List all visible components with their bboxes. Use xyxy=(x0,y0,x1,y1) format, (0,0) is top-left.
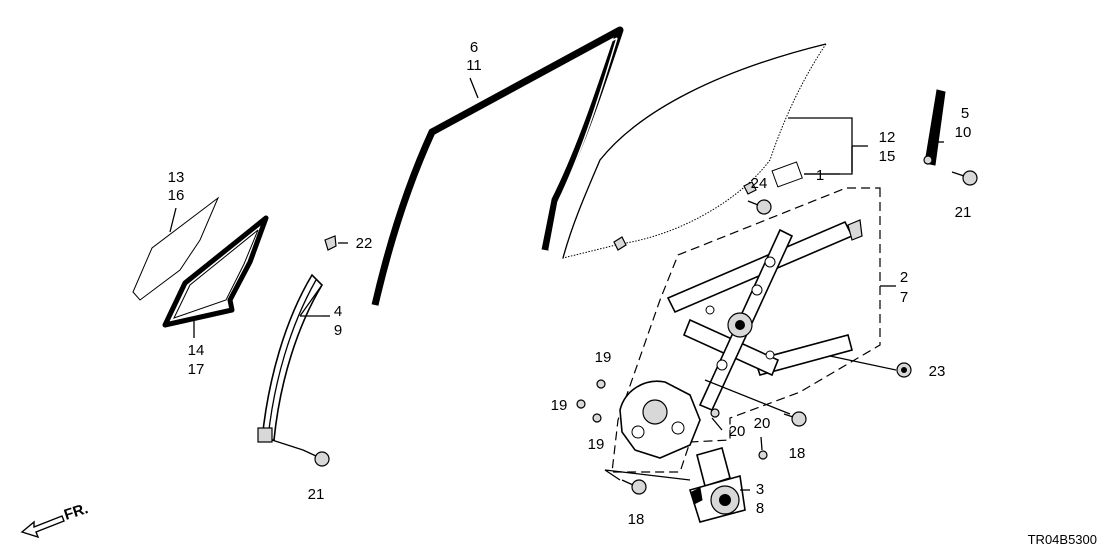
bolt-24 xyxy=(747,199,772,215)
callout-12: 12 xyxy=(879,129,896,146)
front-direction-label: FR. xyxy=(62,500,90,524)
leader-lines xyxy=(169,77,944,491)
door-glass xyxy=(562,43,828,259)
callout-13: 13 xyxy=(168,169,185,186)
rear-sash-channel xyxy=(923,89,946,166)
callout-19-lower: 19 xyxy=(588,436,605,453)
callout-3: 3 xyxy=(756,481,764,498)
callout-10: 10 xyxy=(955,124,972,141)
callout-2: 2 xyxy=(900,269,908,286)
bolt-21-left xyxy=(302,449,330,467)
glass-run-channel xyxy=(371,26,624,306)
quarter-glass xyxy=(132,196,220,301)
bolt-19-top xyxy=(596,379,606,389)
diagram-code: TR04B5300 xyxy=(1028,532,1097,547)
callout-17: 17 xyxy=(188,361,205,378)
callout-23: 23 xyxy=(929,363,946,380)
clip-22 xyxy=(324,235,337,251)
bolt-20-mid xyxy=(710,408,720,418)
callout-21-right: 21 xyxy=(955,204,972,221)
quarter-glass-frame xyxy=(162,215,269,328)
nut-23 xyxy=(896,362,912,378)
callout-7: 7 xyxy=(900,289,908,306)
regulator-sector-gear xyxy=(619,380,701,459)
window-motor xyxy=(688,447,746,523)
callout-21-left: 21 xyxy=(308,486,325,503)
callout-18-right: 18 xyxy=(789,445,806,462)
regulator-assembly-outline xyxy=(611,187,881,473)
callout-18-bottom: 18 xyxy=(628,511,645,528)
division-channel xyxy=(257,273,324,443)
callout-24: 24 xyxy=(751,175,768,192)
bolt-20-right xyxy=(758,450,768,460)
callout-4: 4 xyxy=(334,303,342,320)
window-regulator xyxy=(666,219,863,412)
callout-1: 1 xyxy=(816,167,824,184)
bolt-21-right xyxy=(951,170,978,186)
bolt-18-bottom xyxy=(621,479,647,495)
callout-19-left: 19 xyxy=(551,397,568,414)
callout-6: 6 xyxy=(470,39,478,56)
front-direction-arrow-icon xyxy=(20,515,65,539)
callout-8: 8 xyxy=(756,500,764,517)
callout-15: 15 xyxy=(879,148,896,165)
callout-9: 9 xyxy=(334,322,342,339)
bolt-19-lower xyxy=(592,413,602,423)
callout-16: 16 xyxy=(168,187,185,204)
callout-22: 22 xyxy=(356,235,373,252)
callout-5: 5 xyxy=(961,105,969,122)
callout-11: 11 xyxy=(466,57,482,74)
callout-20-mid: 20 xyxy=(729,423,746,440)
bolt-18-right xyxy=(783,411,807,427)
callout-14: 14 xyxy=(188,342,205,359)
callout-20-right: 20 xyxy=(754,415,771,432)
bolt-19-left xyxy=(576,399,586,409)
callout-19-top: 19 xyxy=(595,349,612,366)
